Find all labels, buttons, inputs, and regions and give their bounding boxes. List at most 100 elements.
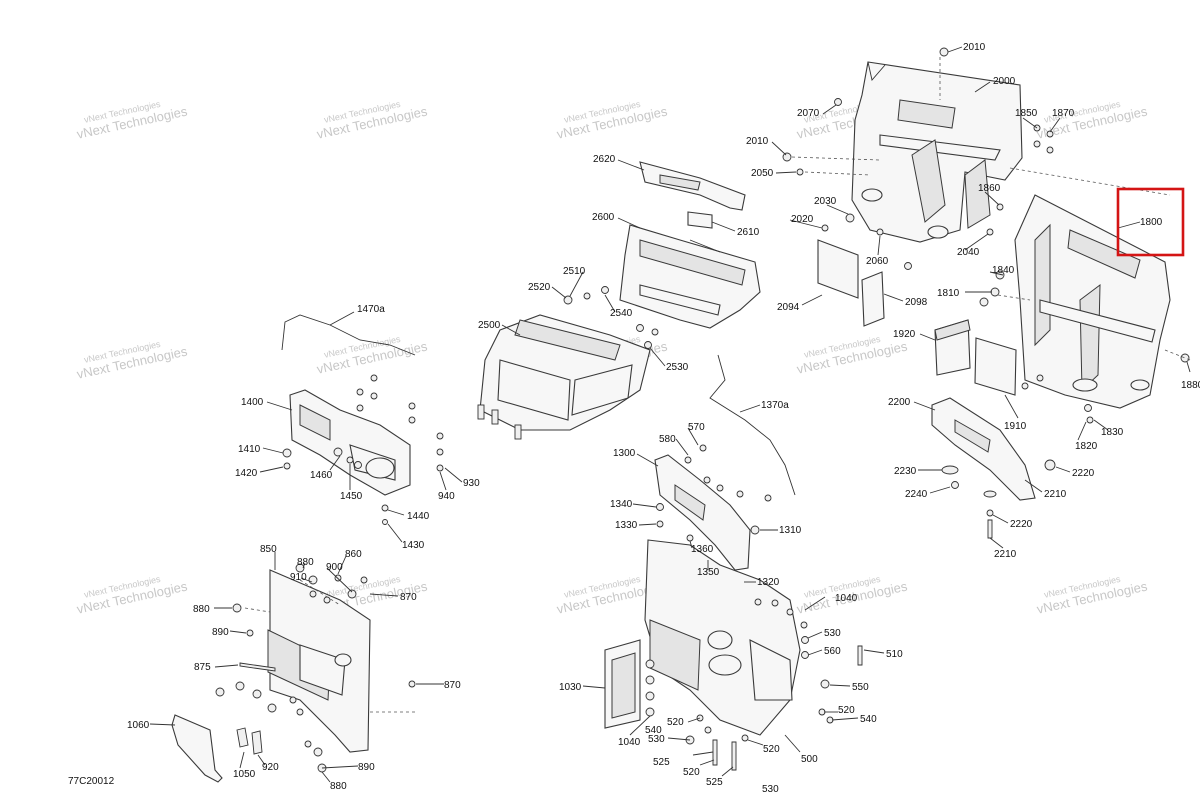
callout: 1420 bbox=[235, 468, 258, 479]
callout: 1400 bbox=[241, 397, 264, 408]
watermark: vNext Technologies vNext Technologies bbox=[795, 334, 909, 377]
callout: 1040 bbox=[835, 593, 858, 604]
callout: 500 bbox=[801, 754, 818, 765]
callout: 520 bbox=[838, 705, 855, 716]
plate-1030 bbox=[604, 639, 641, 729]
watermark: vNext Technologies vNext Technologies bbox=[75, 339, 189, 382]
bracket-2098 bbox=[861, 271, 885, 327]
watermark: vNext Technologies vNext Technologies bbox=[75, 99, 189, 142]
leader-lines bbox=[149, 46, 1191, 783]
callout: 2050 bbox=[751, 168, 774, 179]
callout: 520 bbox=[667, 717, 684, 728]
callout-labels: 2010 2000 2070 1850 1870 2010 2050 1860 … bbox=[127, 42, 1200, 795]
panel-850 bbox=[267, 569, 371, 753]
callout: 1370a bbox=[761, 400, 789, 411]
callout: 1320 bbox=[757, 577, 780, 588]
callout: 2520 bbox=[528, 282, 551, 293]
callout: 880 bbox=[297, 557, 314, 568]
dashed-guides-850 bbox=[244, 579, 415, 713]
watermark: vNext Technologies vNext Technologies bbox=[315, 99, 429, 142]
callout: 1330 bbox=[615, 520, 638, 531]
callout: 2010 bbox=[746, 136, 769, 147]
callout: 2230 bbox=[894, 466, 917, 477]
callout: 540 bbox=[860, 714, 877, 725]
callout: 2210 bbox=[994, 549, 1017, 560]
callout: 1460 bbox=[310, 470, 333, 481]
callout: 560 bbox=[824, 646, 841, 657]
hardware-500 bbox=[645, 598, 863, 771]
callout: 1860 bbox=[978, 183, 1001, 194]
callout: 2500 bbox=[478, 320, 501, 331]
callout: 550 bbox=[852, 682, 869, 693]
callout: 2010 bbox=[963, 42, 986, 53]
callout: 2240 bbox=[905, 489, 928, 500]
callout: 1850 bbox=[1015, 108, 1038, 119]
callout: 1880 bbox=[1181, 380, 1200, 391]
callout: 1830 bbox=[1101, 427, 1124, 438]
callout: 870 bbox=[400, 592, 417, 603]
panel-1910 bbox=[974, 337, 1017, 396]
callout: 2220 bbox=[1072, 468, 1095, 479]
callout: 530 bbox=[762, 784, 779, 795]
callout: 1040 bbox=[618, 737, 641, 748]
callout: 1300 bbox=[613, 448, 636, 459]
callout: 2000 bbox=[993, 76, 1016, 87]
callout: 2070 bbox=[797, 108, 820, 119]
callout: 1920 bbox=[893, 329, 916, 340]
callout: 1050 bbox=[233, 769, 256, 780]
callout: 520 bbox=[763, 744, 780, 755]
callout: 1360 bbox=[691, 544, 714, 555]
bracket-1400 bbox=[289, 389, 411, 496]
panel-2094 bbox=[817, 239, 859, 299]
callout: 1910 bbox=[1004, 421, 1027, 432]
callout: 530 bbox=[648, 734, 665, 745]
callout: 890 bbox=[358, 762, 375, 773]
watermark: vNext Technologies vNext Technologies bbox=[555, 99, 669, 142]
callout: 525 bbox=[706, 777, 723, 788]
watermark: vNext Technologies vNext Technologies bbox=[315, 334, 429, 377]
callout: 1340 bbox=[610, 499, 633, 510]
hardware-box bbox=[563, 286, 659, 349]
plate-1060 bbox=[171, 714, 223, 783]
callout: 850 bbox=[260, 544, 277, 555]
callout: 1810 bbox=[937, 288, 960, 299]
frame-500 bbox=[644, 539, 801, 736]
callout: 2600 bbox=[592, 212, 615, 223]
callout: 880 bbox=[193, 604, 210, 615]
callout: 2220 bbox=[1010, 519, 1033, 530]
callout: 2210 bbox=[1044, 489, 1067, 500]
callout: 1840 bbox=[992, 265, 1015, 276]
bracket-1300 bbox=[654, 454, 751, 571]
callout: 1410 bbox=[238, 444, 261, 455]
callout: 520 bbox=[683, 767, 700, 778]
callout: 870 bbox=[444, 680, 461, 691]
callout: 940 bbox=[438, 491, 455, 502]
callout: 2060 bbox=[866, 256, 889, 267]
callout: 2510 bbox=[563, 266, 586, 277]
callout: 1450 bbox=[340, 491, 363, 502]
callout: 2200 bbox=[888, 397, 911, 408]
callout: 570 bbox=[688, 422, 705, 433]
callout: 1310 bbox=[779, 525, 802, 536]
trim-2620 bbox=[639, 161, 746, 211]
watermark: vNext Technologies vNext Technologies bbox=[75, 574, 189, 617]
watermark: vNext Technologies vNext Technologies bbox=[1035, 574, 1149, 617]
callout: 2030 bbox=[814, 196, 837, 207]
callout: 875 bbox=[194, 662, 211, 673]
callout: 2610 bbox=[737, 227, 760, 238]
callout: 1430 bbox=[402, 540, 425, 551]
callout: 540 bbox=[645, 725, 662, 736]
callout: 1030 bbox=[559, 682, 582, 693]
callout: 910 bbox=[290, 572, 307, 583]
callout: 1820 bbox=[1075, 441, 1098, 452]
hardware-top-right bbox=[782, 47, 1190, 539]
box-2500 bbox=[477, 314, 651, 440]
callout: 860 bbox=[345, 549, 362, 560]
callout: 510 bbox=[886, 649, 903, 660]
dashed-guides-top-right bbox=[791, 57, 1191, 361]
frame-2600 bbox=[619, 224, 761, 329]
diagram-code: 77C20012 bbox=[68, 776, 115, 787]
callout: 2620 bbox=[593, 154, 616, 165]
rear-lower-panel-1800 bbox=[1014, 194, 1171, 409]
clip-2610 bbox=[687, 211, 713, 229]
